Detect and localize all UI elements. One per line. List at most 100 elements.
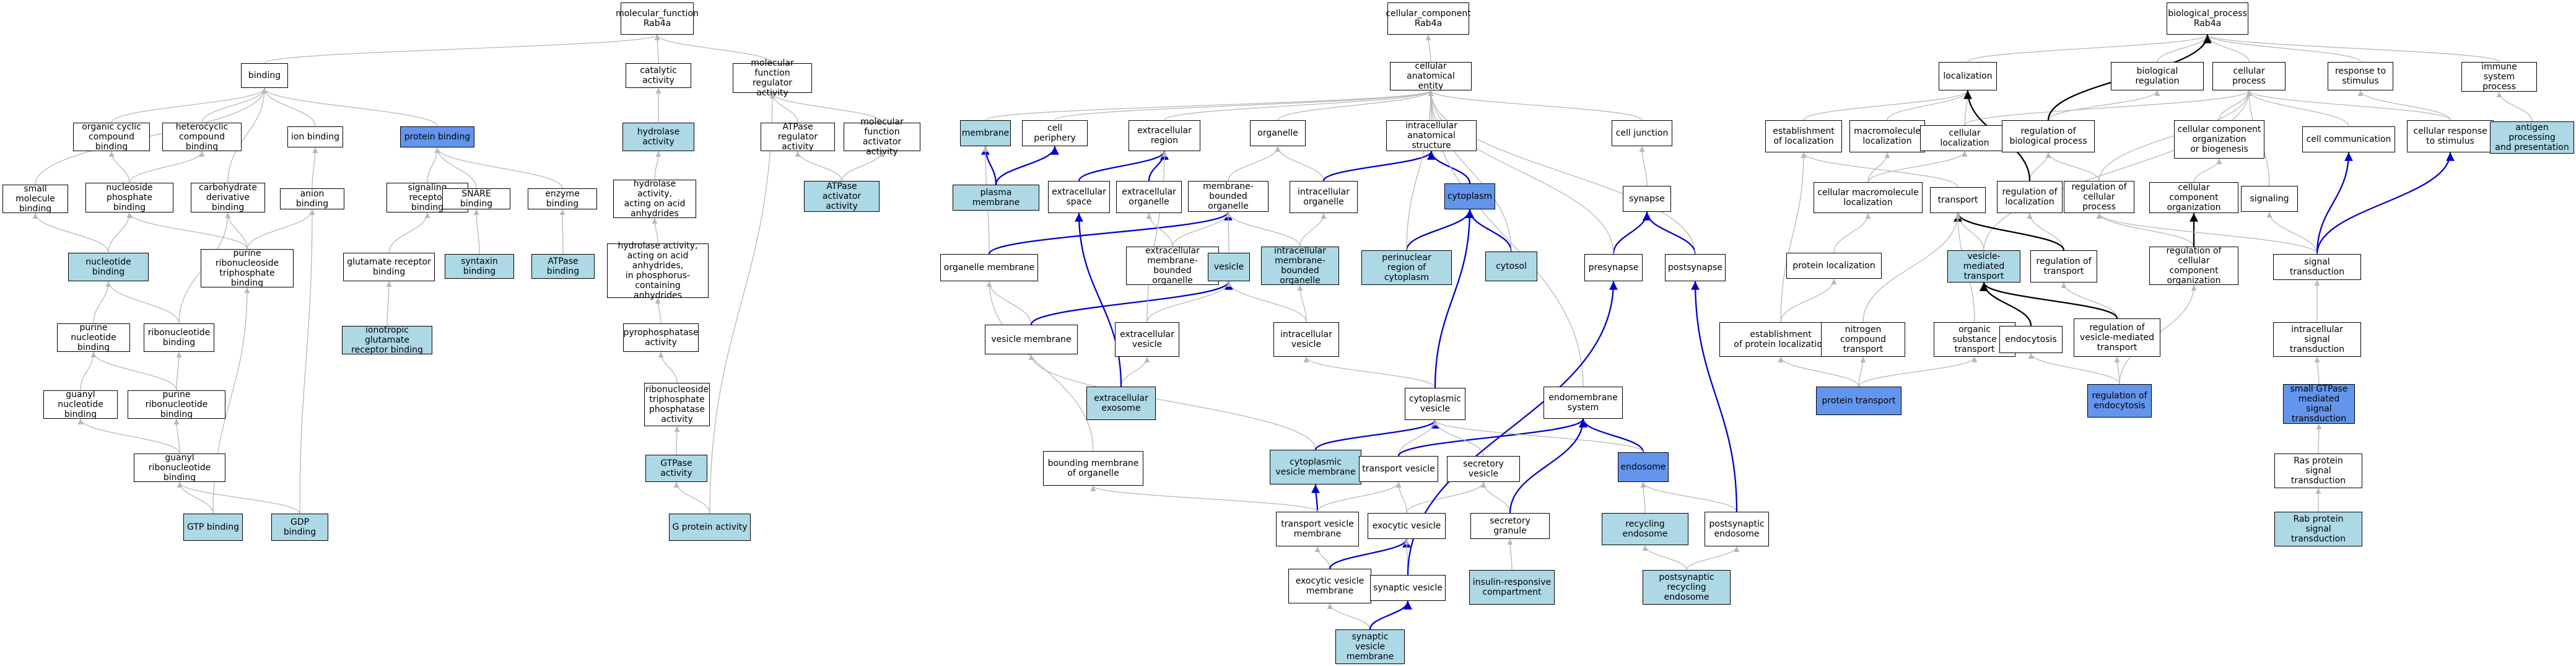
- edge-postendo-to-postsyn: [1691, 281, 1738, 512]
- edge-postsyn-to-cae: [1428, 90, 1696, 255]
- node-ribonuc: ribonucleotide binding: [144, 323, 214, 352]
- node-synves: synaptic vesicle: [1370, 575, 1446, 601]
- edge-transvesmem-to-transves: [1317, 481, 1402, 512]
- node-local: localization: [1939, 62, 1997, 90]
- edge-icves-to-icmbo: [1297, 284, 1307, 323]
- edge-icorg-to-organelle: [1275, 146, 1324, 182]
- edge-sigtrans-to-cellresp: [2316, 152, 2455, 255]
- edge-enzyme-to-protb: [434, 147, 563, 189]
- edge-cytosol-to-cae: [1428, 90, 1512, 252]
- node-gprot: G protein activity: [669, 514, 751, 541]
- edge-catalytic-to-mf: [654, 34, 660, 64]
- edge-cytves-to-cytoplasm: [1434, 209, 1474, 388]
- edge-regtrans-to-reglocal: [2027, 213, 2064, 251]
- edge-regvesmed-to-vesmed: [1980, 282, 2118, 319]
- node-exovesmem: exocytic vesicle membrane: [1288, 569, 1371, 603]
- node-smallgtp: small GTPase mediated signal transductio…: [2283, 384, 2355, 424]
- edge-purnuc-to-nucb: [93, 281, 111, 324]
- edge-macrolocal-to-local: [1887, 90, 1971, 121]
- edge-mbo-to-organelle: [1228, 146, 1281, 182]
- node-purnuc: purine nucleotide binding: [57, 323, 130, 353]
- edge-purribo-to-ribonuc: [176, 351, 182, 391]
- edge-cytvesmem-to-cytves: [1314, 419, 1439, 450]
- node-cc: cellular_component Rab4a: [1386, 2, 1471, 35]
- node-regtrans: regulation of transport: [2030, 250, 2097, 283]
- edge-secgran-to-secves: [1480, 481, 1511, 514]
- edge-extmbo-to-extorg: [1146, 213, 1173, 247]
- node-protlocal: protein localization: [1786, 253, 1882, 279]
- node-plasma: plasma membrane: [953, 185, 1039, 211]
- node-extreg: extracellular region: [1129, 120, 1200, 151]
- node-regendo: regulation of endocytosis: [2087, 384, 2152, 418]
- node-recyc: recycling endosome: [1602, 513, 1688, 545]
- node-snare: SNARE binding: [442, 188, 510, 209]
- node-syntaxin: syntaxin binding: [445, 254, 514, 279]
- edge-regccorg-to-regcell: [2096, 213, 2194, 247]
- node-glurec: glutamate receptor binding: [343, 253, 435, 281]
- node-orgmem: organelle membrane: [940, 254, 1038, 281]
- edge-respstim-to-bp: [2204, 34, 2361, 63]
- node-postrecyc: postsynaptic recycling endosome: [1643, 570, 1731, 605]
- node-catalytic: catalytic activity: [626, 63, 691, 88]
- node-periph: cell periphery: [1022, 120, 1088, 146]
- edge-transvesmem-to-boundmem: [1090, 485, 1318, 512]
- node-ionb: ion binding: [287, 126, 343, 147]
- edge-recyc-to-endosome: [1640, 481, 1646, 514]
- node-endosome: endosome: [1618, 452, 1669, 482]
- node-guanb: guanyl nucleotide binding: [43, 390, 118, 419]
- node-estlocal: establishment of localization: [1765, 120, 1842, 152]
- edge-ribotri-to-pyro: [658, 351, 678, 383]
- node-synapse: synapse: [1623, 186, 1671, 212]
- edge-insulin-to-secgran: [1507, 538, 1513, 571]
- edge-syntaxin-to-snare: [473, 209, 480, 255]
- node-presyn: presynapse: [1584, 254, 1643, 281]
- edge-hetero-to-binding: [201, 87, 268, 123]
- edge-cellmacro-to-macrolocal: [1867, 152, 1890, 183]
- node-cytoplasm: cytoplasm: [1444, 183, 1495, 209]
- node-endomem: endomembrane system: [1543, 387, 1623, 419]
- node-regbio: regulation of biological process: [2002, 120, 2095, 152]
- node-respstim: response to stimulus: [2328, 62, 2393, 90]
- edge-extves-to-extreg: [1146, 151, 1168, 323]
- edge-exovesmem-to-transvesmem: [1314, 546, 1330, 569]
- edge-nucb-to-ntphosb: [108, 212, 133, 253]
- node-atpreg: ATPase regulator activity: [761, 122, 835, 152]
- edge-protlocal-to-cellmacro: [1833, 213, 1871, 253]
- edge-mfact-to-mfreg: [769, 92, 883, 123]
- node-cellresp: cellular response to stimulus: [2407, 120, 2494, 152]
- edge-cellmacro-to-celllocal: [1867, 151, 1968, 183]
- node-atpact: ATPase activator activity: [804, 181, 880, 212]
- node-cae: cellular anatomical entity: [1390, 61, 1472, 91]
- edge-nucb-to-smallmol: [32, 213, 109, 253]
- edge-purtri-to-carbo: [225, 212, 248, 250]
- edge-regvesmed-to-regtrans: [2061, 282, 2118, 319]
- edge-transvesmem-to-cytvesmem: [1311, 484, 1320, 512]
- node-hydacid: hydrolase activity, acting on acid anhyd…: [613, 179, 696, 219]
- node-guanribo: guanyl ribonucleotide binding: [134, 453, 225, 483]
- node-sigtrans: signal transduction: [2273, 254, 2361, 280]
- edge-hydacid-to-hydrolase: [654, 151, 661, 180]
- node-synvesmem: synaptic vesicle membrane: [1335, 629, 1405, 664]
- edge-vesicle-to-mbo: [1225, 211, 1231, 253]
- node-vesicle: vesicle: [1208, 253, 1250, 281]
- node-cellmacro: cellular macromolecule localization: [1814, 182, 1923, 213]
- edge-plasma-to-periph: [995, 146, 1059, 185]
- edge-binding-to-mf: [264, 34, 660, 64]
- edge-vesmem-to-vesicle: [1030, 281, 1233, 325]
- edge-smallmol-to-binding: [35, 87, 268, 185]
- edge-icorg-to-icanat: [1322, 151, 1436, 182]
- node-celljunc: cell junction: [1612, 120, 1672, 146]
- node-boundmem: bounding membrane of organelle: [1043, 451, 1143, 486]
- edge-postrecyc-to-recyc: [1642, 545, 1687, 571]
- edge-cellcomm-to-cellproc: [2246, 90, 2349, 127]
- node-anion: anion binding: [280, 188, 344, 209]
- edge-endosome-to-cytves: [1432, 419, 1644, 453]
- edge-extspace-to-extreg: [1078, 151, 1169, 182]
- node-iono: ionotropic glutamate receptor binding: [342, 325, 432, 355]
- edge-celllocal-to-local: [1964, 90, 1971, 126]
- edge-icmbo-to-mbo: [1225, 211, 1301, 247]
- node-orgcyc: organic cyclic compound binding: [73, 122, 150, 152]
- edge-membrane-to-cae: [985, 90, 1434, 121]
- node-mf: molecular_function Rab4a: [616, 2, 699, 35]
